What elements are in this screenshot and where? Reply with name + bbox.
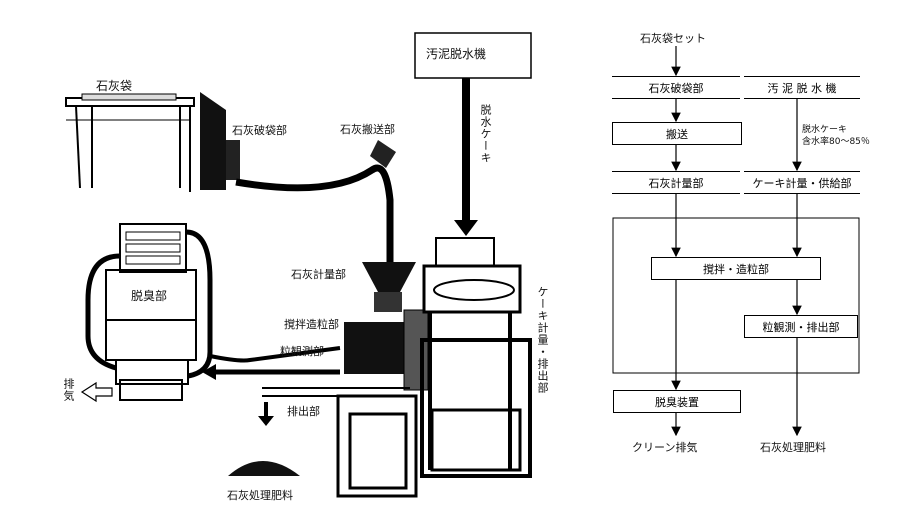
- granule-monitor-label: 粒観測部: [280, 345, 324, 358]
- sludge-dewaterer-label: 汚泥脱水機: [426, 47, 487, 61]
- flow-bag-breaker: 石灰破袋部: [612, 76, 740, 99]
- flow-cake-note-1: 脱水ケーキ: [802, 125, 848, 135]
- exhaust-label: 排気: [62, 378, 75, 402]
- mixer-granulator-label: 撹拌造粒部: [284, 318, 339, 331]
- discharge-stand: [262, 387, 418, 498]
- flow-start-label: 石灰袋セット: [640, 32, 706, 45]
- flow-granule: 粒観測・排出部: [744, 315, 858, 338]
- flow-dewaterer: 汚 泥 脱 水 機: [744, 76, 860, 99]
- discharge-label: 排出部: [287, 405, 320, 418]
- mixing-enclosure: [612, 217, 860, 374]
- flow-clean-exhaust: クリーン排気: [632, 441, 698, 454]
- sludge-dewaterer-box: [414, 32, 532, 79]
- cake-meter-discharge-label: ケーキ計量・排出部: [536, 286, 549, 394]
- flow-connectors: [671, 46, 802, 437]
- flow-transport: 搬送: [612, 122, 742, 145]
- lime-meter-label: 石灰計量部: [291, 268, 346, 281]
- fertilizer-left-label: 石灰処理肥料: [227, 489, 293, 502]
- lime-conveyor-label: 石灰搬送部: [340, 123, 395, 136]
- deodorizer-label: 脱臭部: [131, 289, 168, 303]
- bag-breaker-label: 石灰破袋部: [232, 124, 287, 137]
- bag-breaker-unit: [200, 92, 240, 190]
- cake-meter-frame: [420, 237, 532, 478]
- flow-lime-meter: 石灰計量部: [612, 171, 740, 194]
- lime-hopper: [362, 262, 416, 292]
- flow-fertilizer: 石灰処理肥料: [760, 441, 826, 454]
- dewatered-cake-label: 脱水ケーキ: [479, 104, 492, 164]
- lime-bag-label: 石灰袋: [96, 79, 133, 93]
- lime-conveyor-pipe: [235, 164, 394, 262]
- flow-deodorizer: 脱臭装置: [613, 390, 741, 413]
- fertilizer-pile: [228, 461, 300, 476]
- exhaust-arrow: [80, 381, 113, 403]
- lime-bag-table: [65, 93, 195, 192]
- flow-mixer: 撹拌・造粒部: [651, 257, 821, 280]
- flow-cake-note-2: 含水率80～85％: [802, 137, 870, 147]
- conveyor-nozzle: [370, 140, 396, 168]
- deodorizer-unit: [85, 223, 341, 401]
- flow-cake-meter: ケーキ計量・供給部: [744, 171, 860, 194]
